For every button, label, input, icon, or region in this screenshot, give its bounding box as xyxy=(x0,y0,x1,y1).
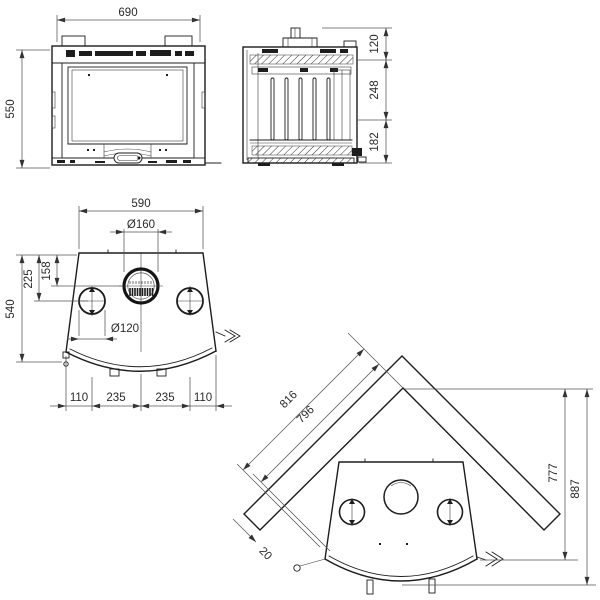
dim-spacing-3: 235 xyxy=(155,392,174,404)
dim-front-width: 690 xyxy=(118,7,137,19)
dim-side-middle: 248 xyxy=(369,80,381,99)
dim-top-depth: 540 xyxy=(5,299,17,318)
dim-front-height: 550 xyxy=(5,99,17,118)
side-view: 120 248 182 xyxy=(242,27,392,166)
front-view: 690 550 xyxy=(5,7,222,169)
dim-flue-diameter: Ø160 xyxy=(127,219,155,231)
dim-corner-to-front: 777 xyxy=(548,463,560,482)
dim-spacing-2: 235 xyxy=(106,392,125,404)
dim-corner-to-tip: 887 xyxy=(570,479,582,498)
dim-spacing-4: 110 xyxy=(194,392,212,404)
dim-wall-outer: 816 xyxy=(278,389,300,411)
top-view: 590 Ø160 540 225 158 Ø120 xyxy=(5,198,241,411)
dim-flue-offset: 158 xyxy=(41,261,53,280)
dim-duct-diameter: Ø120 xyxy=(111,323,139,335)
dim-duct-offset: 225 xyxy=(23,269,35,288)
dim-wall-inner: 796 xyxy=(295,404,317,426)
corner-installation-view: 816 796 20 777 887 xyxy=(232,332,596,595)
corner-walls xyxy=(243,355,561,531)
dim-side-base: 182 xyxy=(369,132,381,151)
power-cable xyxy=(215,329,241,343)
dim-spacing-1: 110 xyxy=(70,392,88,404)
dim-clearance: 20 xyxy=(256,545,274,563)
flue-outlet xyxy=(290,27,301,39)
dim-side-top: 120 xyxy=(369,34,381,53)
dim-top-width: 590 xyxy=(131,198,150,210)
flue-opening-corner xyxy=(383,479,419,515)
power-cable-corner xyxy=(476,551,504,567)
